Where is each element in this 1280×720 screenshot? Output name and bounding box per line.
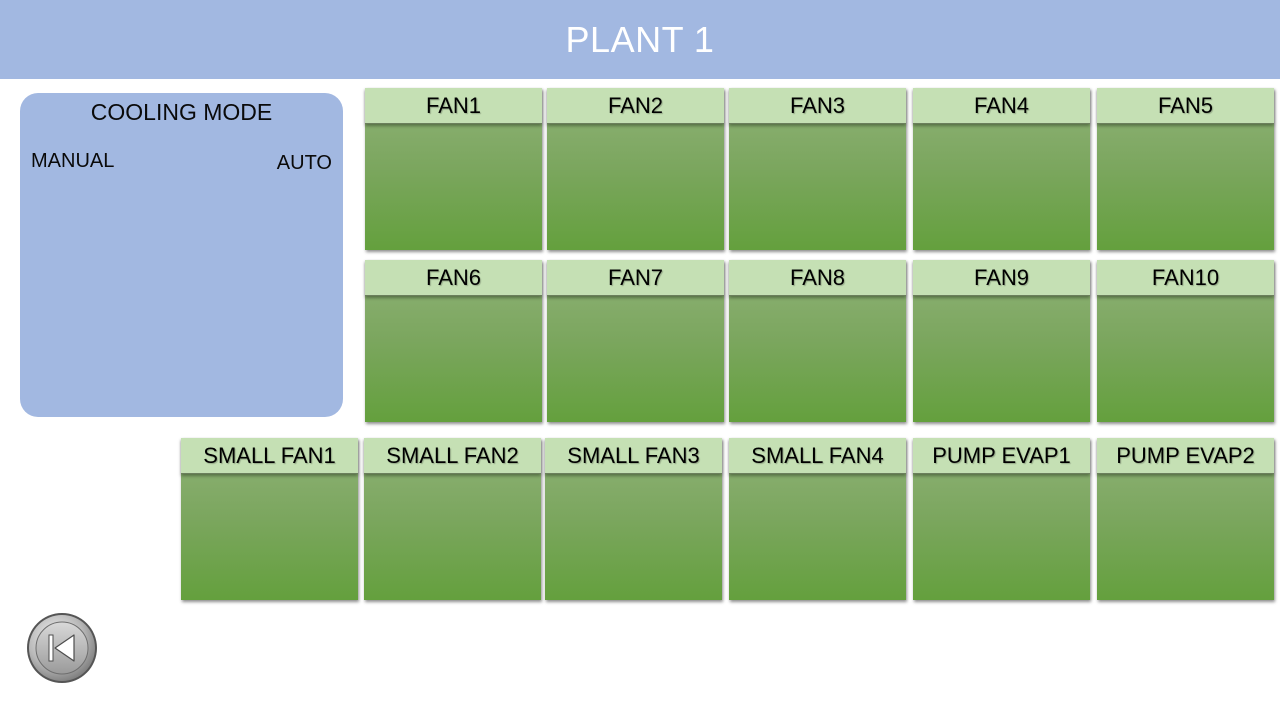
fan5-label: FAN5 [1097, 88, 1274, 124]
fan9-tile[interactable]: FAN9 [913, 260, 1090, 422]
skip-back-icon [27, 613, 97, 683]
fan6-label: FAN6 [365, 260, 542, 296]
fan10-tile[interactable]: FAN10 [1097, 260, 1274, 422]
manual-mode-label[interactable]: MANUAL [31, 150, 115, 172]
small-fan4-label: SMALL FAN4 [729, 438, 906, 474]
auto-mode-label[interactable]: AUTO [276, 152, 332, 174]
pump-evap1-tile[interactable]: PUMP EVAP1 [913, 438, 1090, 600]
header-bar: PLANT 1 [0, 0, 1280, 79]
pump-evap1-label: PUMP EVAP1 [913, 438, 1090, 474]
small-fan1-tile[interactable]: SMALL FAN1 [181, 438, 358, 600]
page-title: PLANT 1 [565, 18, 715, 60]
fan4-tile[interactable]: FAN4 [913, 88, 1090, 250]
cooling-mode-title: COOLING MODE [90, 99, 273, 125]
pump-evap2-label: PUMP EVAP2 [1097, 438, 1274, 474]
fan8-label: FAN8 [729, 260, 906, 296]
fan8-tile[interactable]: FAN8 [729, 260, 906, 422]
small-fan2-tile[interactable]: SMALL FAN2 [364, 438, 541, 600]
small-fan3-label: SMALL FAN3 [545, 438, 722, 474]
fan10-label: FAN10 [1097, 260, 1274, 296]
small-fan1-label: SMALL FAN1 [181, 438, 358, 474]
fan6-tile[interactable]: FAN6 [365, 260, 542, 422]
fan7-label: FAN7 [547, 260, 724, 296]
fan2-tile[interactable]: FAN2 [547, 88, 724, 250]
fan3-label: FAN3 [729, 88, 906, 124]
small-fan4-tile[interactable]: SMALL FAN4 [729, 438, 906, 600]
cooling-mode-panel: COOLING MODE MANUAL AUTO [20, 93, 343, 417]
pump-evap2-tile[interactable]: PUMP EVAP2 [1097, 438, 1274, 600]
fan5-tile[interactable]: FAN5 [1097, 88, 1274, 250]
small-fan3-tile[interactable]: SMALL FAN3 [545, 438, 722, 600]
small-fan2-label: SMALL FAN2 [364, 438, 541, 474]
fan3-tile[interactable]: FAN3 [729, 88, 906, 250]
fan1-tile[interactable]: FAN1 [365, 88, 542, 250]
fan2-label: FAN2 [547, 88, 724, 124]
fan7-tile[interactable]: FAN7 [547, 260, 724, 422]
fan9-label: FAN9 [913, 260, 1090, 296]
back-button[interactable] [26, 612, 98, 684]
fan4-label: FAN4 [913, 88, 1090, 124]
fan1-label: FAN1 [365, 88, 542, 124]
